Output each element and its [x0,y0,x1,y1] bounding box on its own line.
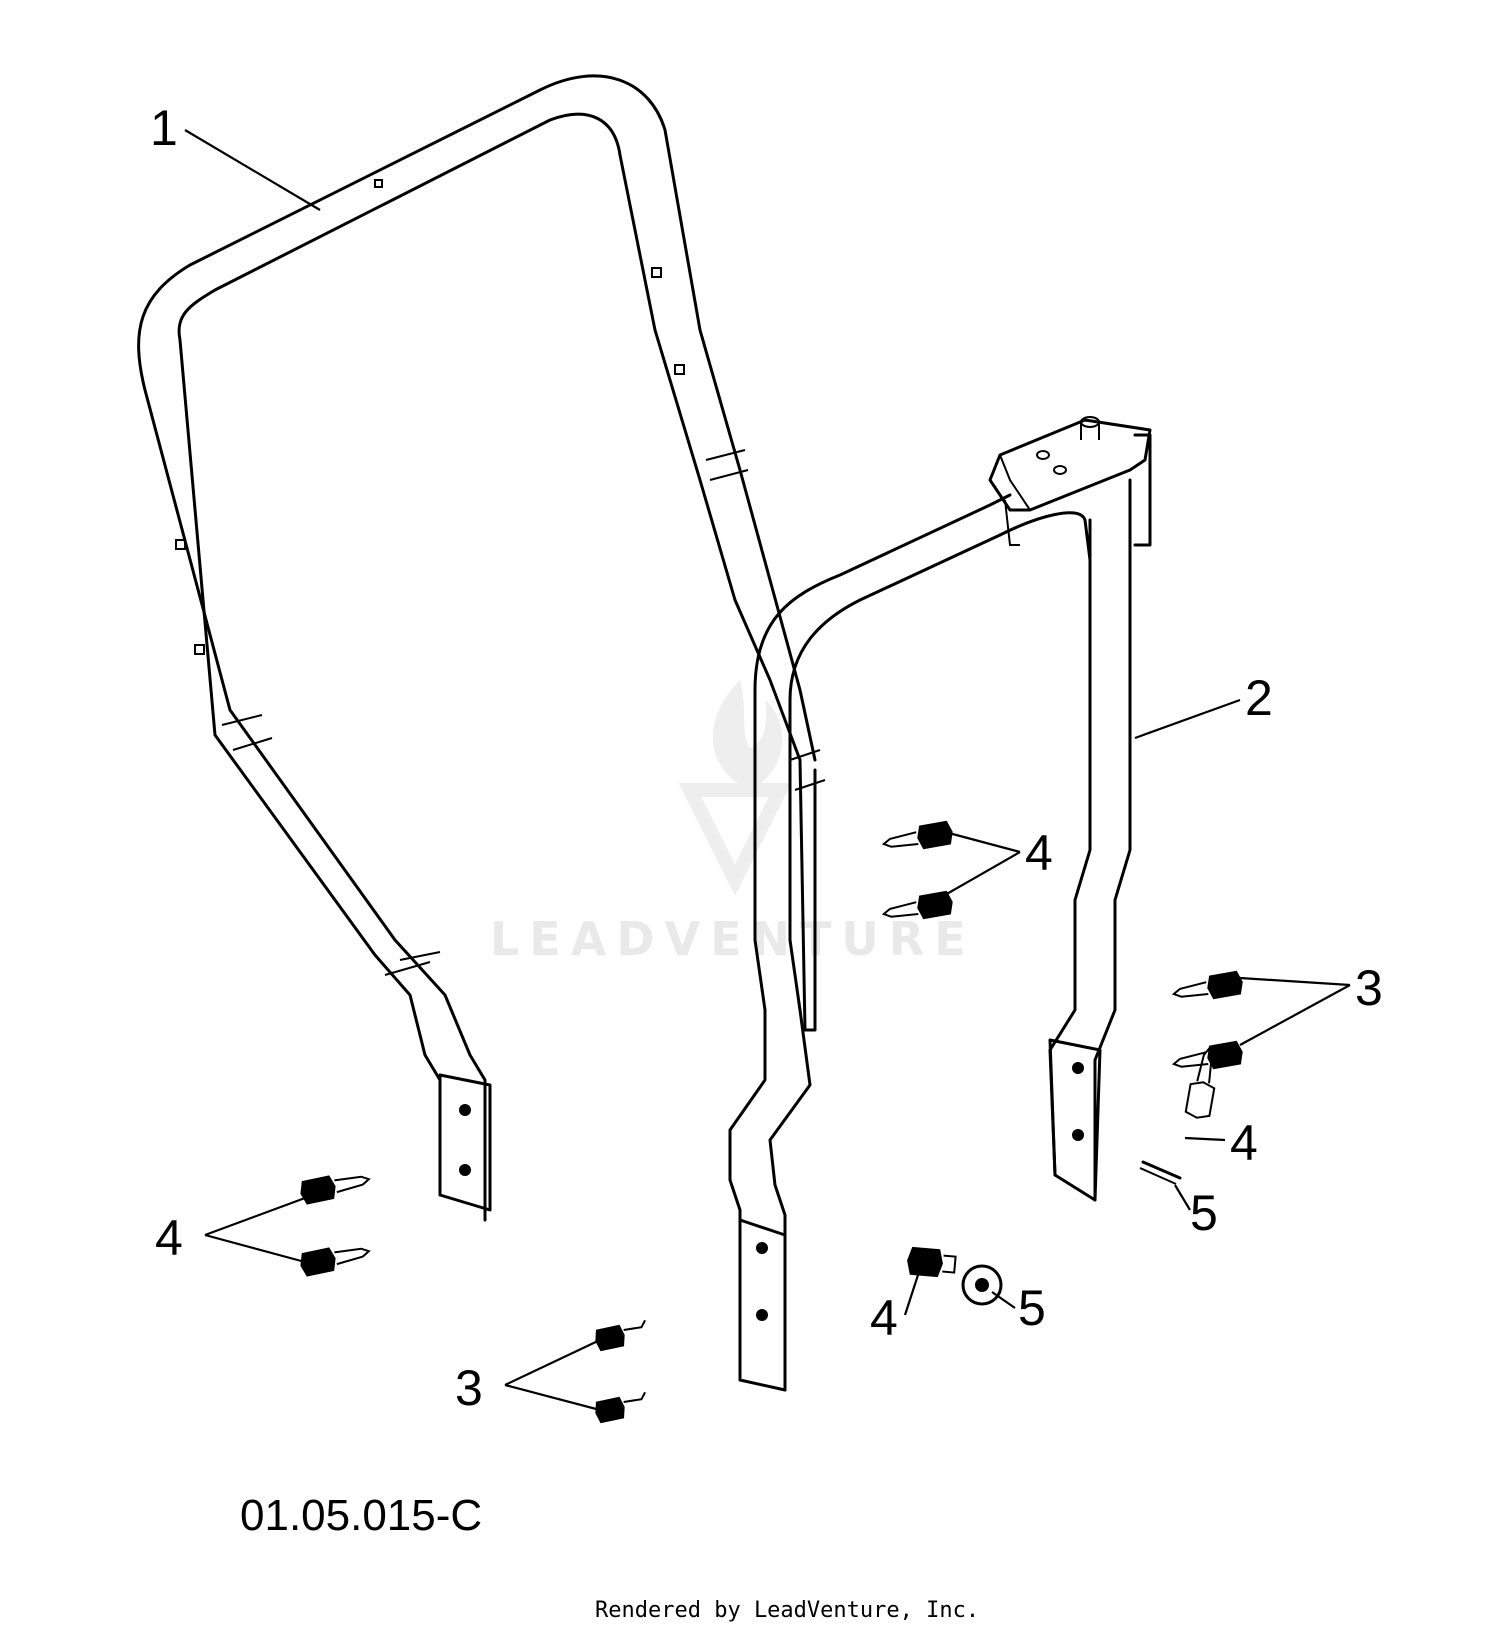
callout-5-bottom: 5 [1018,1280,1046,1336]
render-credit: Rendered by LeadVenture, Inc. [595,1598,979,1623]
watermark-text: LEADVENTURE [490,912,976,966]
bolt-icon [881,820,953,850]
callout-2: 2 [1245,670,1273,726]
bolt-icon [300,1247,371,1277]
bolt-icon [300,1175,371,1205]
callout-3-bottom: 3 [455,1360,483,1416]
rear-frame-part-2 [728,416,1152,1392]
callout-4-right: 4 [1230,1115,1258,1171]
callout-5-right: 5 [1190,1185,1218,1241]
watermark: LEADVENTURE [490,680,976,966]
roll-bar-hoop-part-1 [137,74,826,1222]
bolt-icon [595,1319,646,1352]
bolt-icon [881,890,953,920]
washer-icon [961,1264,1003,1306]
bolt-icon [907,1246,957,1278]
bolt-icon [1184,1046,1216,1119]
bolt-icon [1171,1040,1243,1070]
hardware [300,820,1243,1424]
callout-3-right: 3 [1355,960,1383,1016]
bolt-icon [1171,970,1243,1000]
leader-lines [184,129,1351,1412]
callout-4-center: 4 [1025,825,1053,881]
pin-icon [1141,1160,1182,1180]
callout-4-left: 4 [155,1210,183,1266]
callouts: 1 2 4 3 4 5 4 3 4 5 [150,100,1383,1416]
figure-code: 01.05.015-C [240,1491,482,1540]
callout-1: 1 [150,100,178,156]
callout-4-bottom: 4 [870,1290,898,1346]
bolt-icon [595,1391,646,1424]
